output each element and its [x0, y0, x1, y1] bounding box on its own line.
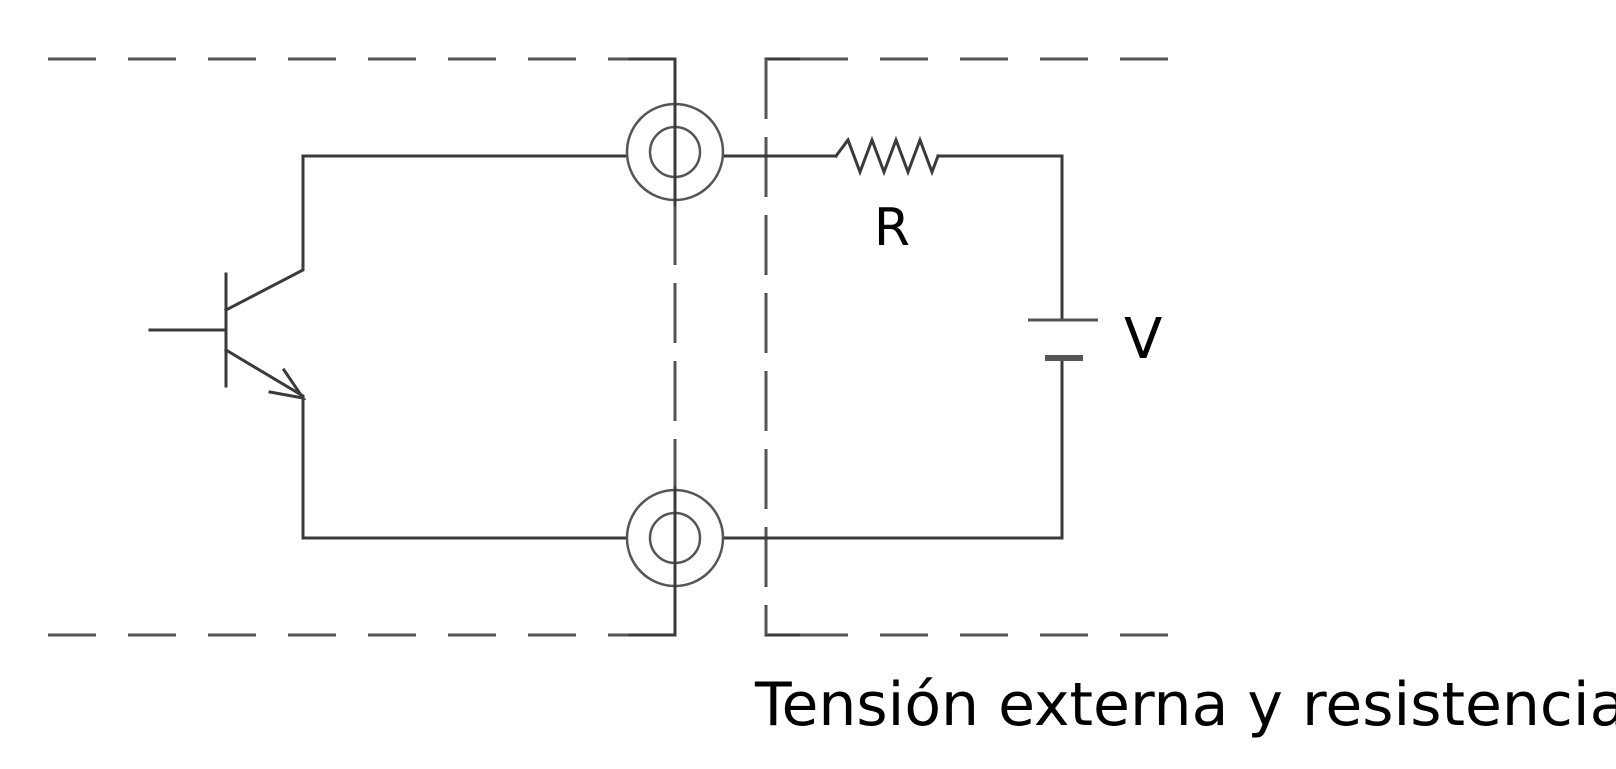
collector-wire — [223, 154, 627, 313]
resistor-to-battery-wire — [936, 154, 1064, 320]
external-boundary — [764, 57, 1170, 637]
battery-symbol — [1028, 318, 1098, 361]
resistor-symbol — [833, 135, 940, 177]
diagram-caption: Tensión externa y resistencia — [754, 670, 1616, 740]
resistor-label: R — [874, 198, 910, 258]
terminal-bottom — [625, 486, 725, 589]
terminal-top — [625, 101, 725, 207]
npn-transistor-symbol — [148, 272, 307, 401]
voltage-label: V — [1124, 307, 1162, 372]
emitter-arrow-icon — [268, 367, 307, 401]
battery-to-bottom-wire — [723, 356, 1064, 540]
internal-boundary — [48, 57, 677, 637]
circuit-wires — [223, 154, 1064, 540]
emitter-wire — [223, 347, 627, 540]
